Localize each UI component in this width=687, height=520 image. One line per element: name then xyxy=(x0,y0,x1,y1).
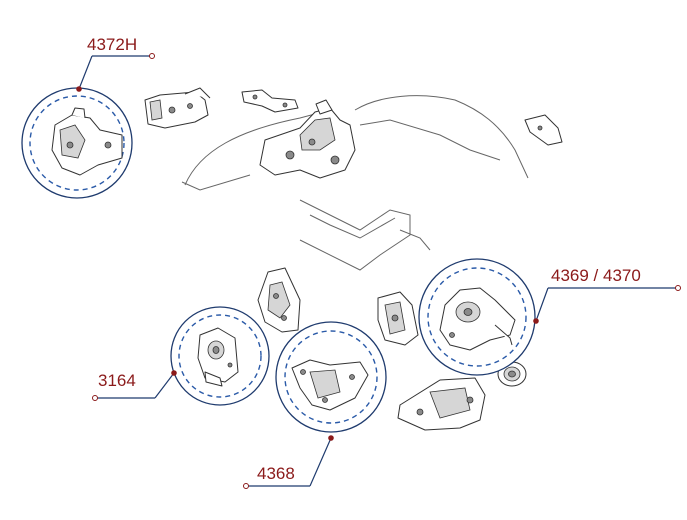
callout-4368 xyxy=(243,321,387,489)
engine-mount-4368 xyxy=(291,359,369,411)
lower-mount-bracket xyxy=(397,377,486,431)
engine-bracket-upper xyxy=(144,87,211,129)
flat-bracket xyxy=(241,89,299,113)
callout-label-3164: 3164 xyxy=(98,371,136,390)
callout-label-4368: 4368 xyxy=(257,464,295,483)
callout-4369-4370 xyxy=(418,258,681,376)
engine-mount-3164 xyxy=(197,327,239,387)
right-small-bracket xyxy=(524,114,563,146)
engine-mount-bracket-center xyxy=(259,99,356,179)
callout-4372h xyxy=(21,53,155,199)
callout-label-4369-4370: 4369 / 4370 xyxy=(551,266,641,285)
vertical-bracket xyxy=(257,267,301,333)
engine-outline xyxy=(181,95,529,271)
engine-mount-4372h xyxy=(51,107,123,176)
engine-mount-4369-4370 xyxy=(439,287,516,351)
callout-3164 xyxy=(92,306,270,406)
side-mount-bracket xyxy=(377,291,419,346)
callout-label-4372h: 4372H xyxy=(87,35,138,54)
